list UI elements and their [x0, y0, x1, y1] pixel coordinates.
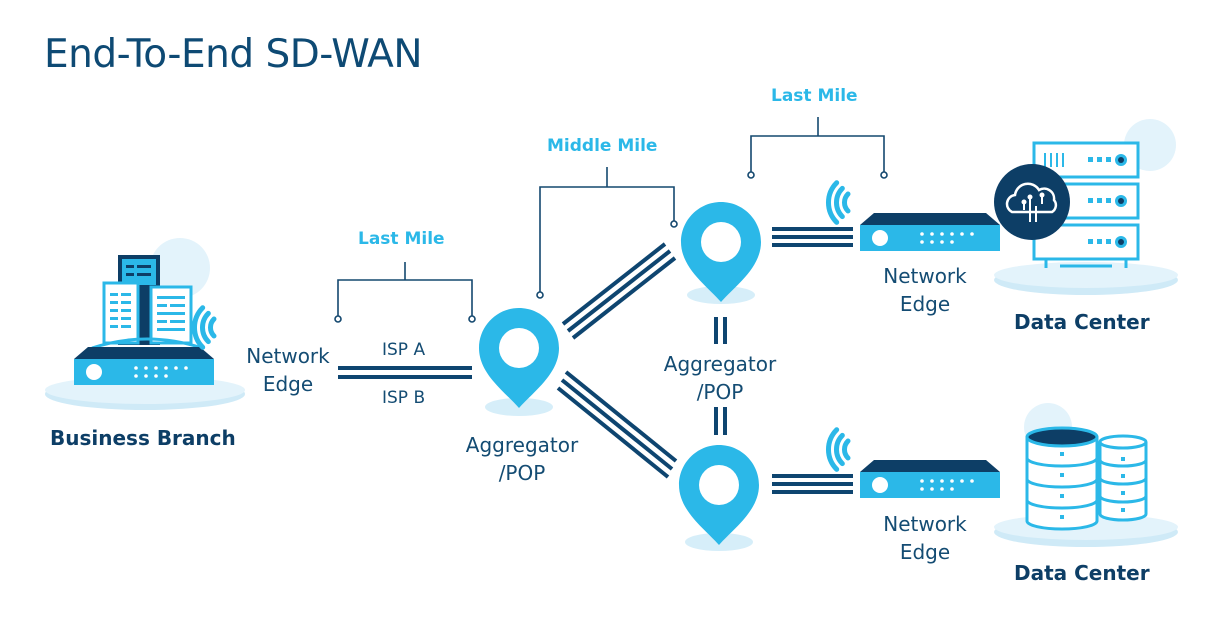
data-center-top-label: Data Center: [1014, 310, 1150, 334]
data-center-bottom-label: Data Center: [1014, 561, 1150, 585]
aggregator-2-top-pin-icon: [681, 202, 761, 304]
last-mile-right-bracket: [747, 117, 888, 179]
network-edge-line2: Edge: [262, 372, 314, 396]
wifi-signal-icon: [817, 430, 857, 470]
data-center-database-icon: [994, 403, 1178, 547]
middle-mile-link-lower: [556, 370, 678, 479]
last-mile-right-label: Last Mile: [771, 86, 858, 106]
aggregator-2-bottom-pin-icon: [679, 445, 759, 551]
isp-link-lines: [338, 366, 472, 379]
middle-mile-label: Middle Mile: [547, 136, 658, 156]
network-edge-branch-label: Network Edge: [240, 342, 336, 398]
isp-a-label: ISP A: [382, 340, 426, 360]
network-edge-line2: Edge: [899, 540, 951, 564]
business-branch-label: Business Branch: [50, 426, 236, 450]
aggregator-1-label: Aggregator /POP: [458, 431, 586, 487]
aggregator-line1: Aggregator: [465, 433, 579, 457]
last-mile-link-bottom: [772, 474, 853, 494]
isp-b-label: ISP B: [382, 388, 426, 408]
aggregator-2-label: Aggregator /POP: [656, 350, 784, 406]
network-edge-bottom-label: Network Edge: [873, 510, 977, 566]
last-mile-link-top: [772, 227, 853, 247]
network-edge-line1: Network: [246, 344, 330, 368]
aggregator-1-pin-icon: [479, 308, 559, 416]
aggregator-line2: /POP: [696, 380, 744, 404]
network-edge-top-label: Network Edge: [873, 262, 977, 318]
network-edge-bottom-router-icon: [860, 460, 1000, 498]
network-edge-top-router-icon: [860, 213, 1000, 251]
network-edge-line1: Network: [883, 512, 967, 536]
cloud-network-icon: [994, 164, 1070, 240]
aggregator-line2: /POP: [498, 461, 546, 485]
network-edge-line1: Network: [883, 264, 967, 288]
business-branch-icon: [45, 238, 245, 410]
last-mile-left-bracket: [334, 262, 476, 323]
network-edge-line2: Edge: [899, 292, 951, 316]
page-title: End-To-End SD-WAN: [44, 32, 423, 77]
wifi-signal-icon: [817, 183, 857, 223]
aggregator-line1: Aggregator: [663, 352, 777, 376]
aggregator-vertical-link: [714, 317, 727, 435]
middle-mile-bracket: [536, 167, 678, 299]
middle-mile-link-upper: [561, 242, 677, 340]
last-mile-left-label: Last Mile: [358, 229, 445, 249]
